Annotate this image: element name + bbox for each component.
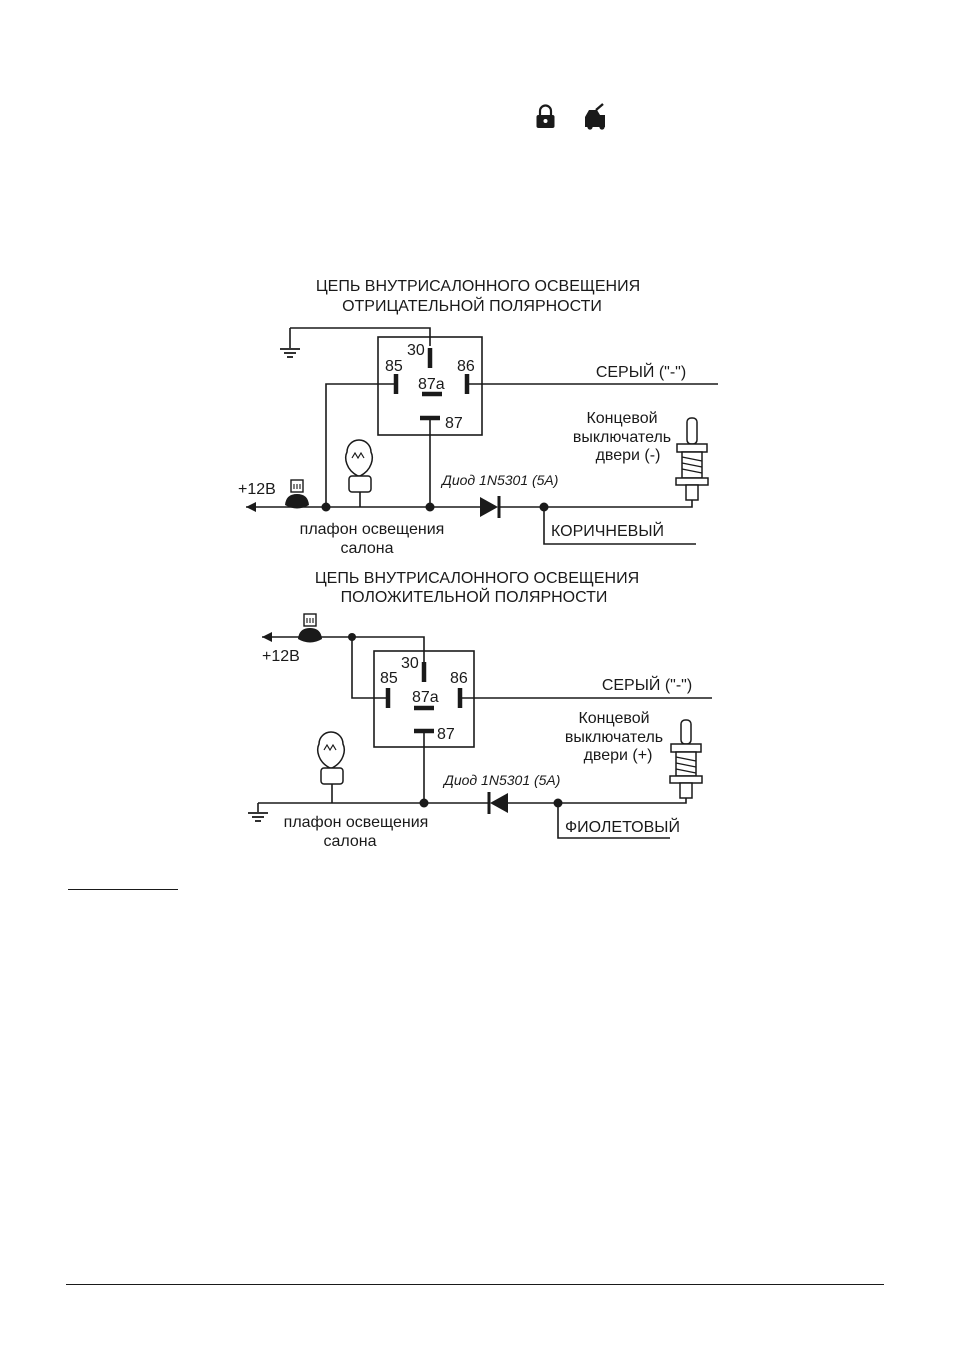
fuse-icon	[285, 479, 309, 509]
diagram1-title-line1: ЦЕПЬ ВНУТРИСАЛОННОГО ОСВЕЩЕНИЯ	[316, 278, 640, 295]
diode-icon	[480, 496, 501, 518]
diagram2-title-line2: ПОЛОЖИТЕЛЬНОЙ ПОЛЯРНОСТИ	[341, 587, 608, 606]
pin-86-label: 86	[457, 358, 475, 375]
diode-label: Диод 1N5301 (5А)	[440, 472, 558, 488]
brown-wire-label: КОРИЧНЕВЫЙ	[551, 521, 664, 540]
diagram2-title-line1: ЦЕПЬ ВНУТРИСАЛОННОГО ОСВЕЩЕНИЯ	[315, 570, 639, 587]
pin-87-label: 87	[437, 726, 455, 743]
switch-label-line1: Концевой	[578, 710, 649, 727]
door-switch-icon	[669, 719, 703, 799]
door-switch-icon	[675, 417, 709, 501]
section-rule	[68, 889, 178, 890]
car-trunk-icon	[585, 103, 605, 130]
lamp-icon	[345, 439, 373, 507]
gray-wire-label: СЕРЫЙ ("-")	[602, 675, 692, 694]
lamp-label-line1: плафон освещения	[284, 814, 429, 831]
violet-wire-label: ФИОЛЕТОВЫЙ	[565, 817, 680, 836]
ground-icon	[248, 812, 268, 822]
footer-rule	[66, 1284, 884, 1285]
switch-label-line3: двери (-)	[596, 447, 661, 464]
diagram-negative-polarity: ЦЕПЬ ВНУТРИСАЛОННОГО ОСВЕЩЕНИЯ ОТРИЦАТЕЛ…	[238, 278, 718, 557]
lamp-icon	[317, 731, 345, 803]
switch-label-line2: выключатель	[573, 429, 671, 446]
pin-87-label: 87	[445, 415, 463, 432]
pin-30-label: 30	[401, 655, 419, 672]
pin-87a-label: 87a	[418, 376, 445, 393]
pin-85-label: 85	[385, 358, 403, 375]
fuse-icon	[298, 613, 322, 643]
pin-30-label: 30	[407, 342, 425, 359]
supply-label: +12В	[262, 648, 300, 665]
diode-icon	[487, 792, 508, 814]
lock-icon	[536, 104, 555, 128]
lamp-label-line2: салона	[323, 833, 376, 850]
lamp-label-line1: плафон освещения	[300, 521, 445, 538]
pin-85-label: 85	[380, 670, 398, 687]
switch-label-line3: двери (+)	[584, 747, 653, 764]
lamp-label-line2: салона	[340, 540, 393, 557]
supply-label: +12В	[238, 481, 276, 498]
switch-label-line1: Концевой	[586, 410, 657, 427]
ground-icon	[280, 327, 431, 358]
switch-label-line2: выключатель	[565, 729, 663, 746]
gray-wire-label: СЕРЫЙ ("-")	[596, 362, 686, 381]
diagram1-title-line2: ОТРИЦАТЕЛЬНОЙ ПОЛЯРНОСТИ	[342, 296, 602, 315]
diagram-positive-polarity: ЦЕПЬ ВНУТРИСАЛОННОГО ОСВЕЩЕНИЯ ПОЛОЖИТЕЛ…	[248, 570, 712, 850]
pin-86-label: 86	[450, 670, 468, 687]
pin-87a-label: 87a	[412, 689, 439, 706]
diode-label: Диод 1N5301 (5А)	[442, 772, 560, 788]
